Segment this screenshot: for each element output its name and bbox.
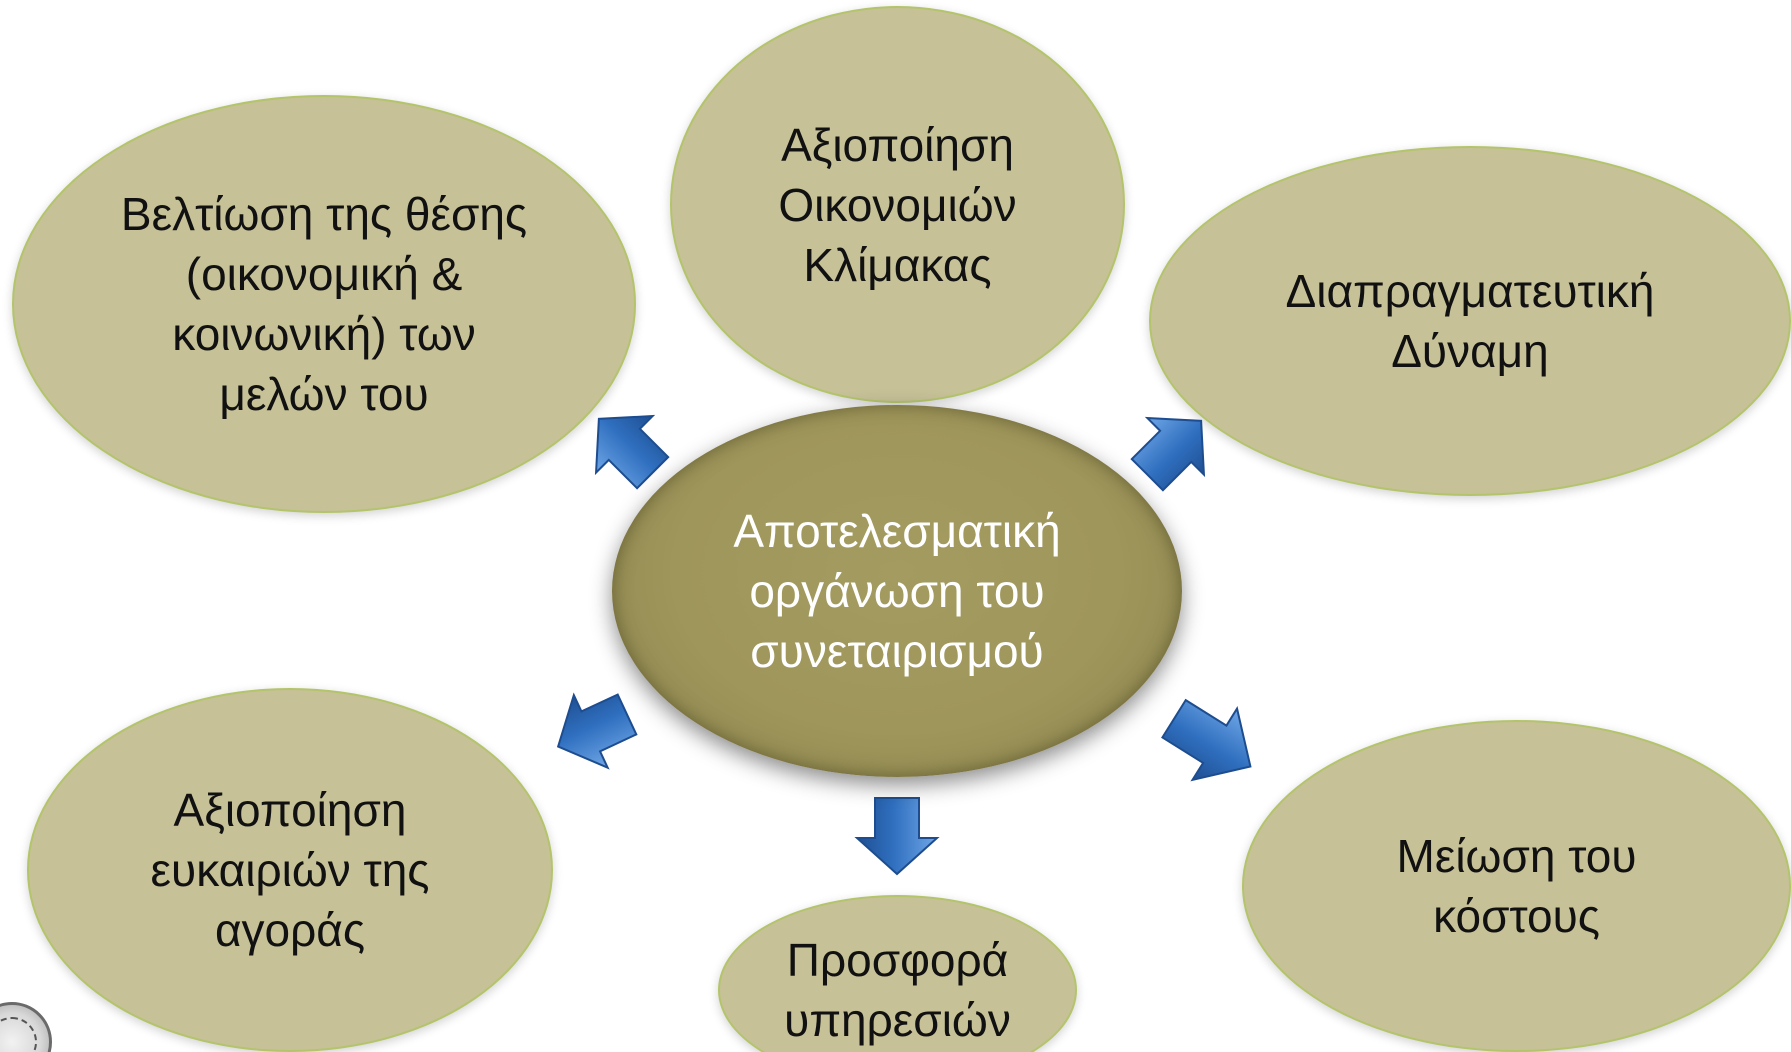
node-market-opportunities: Αξιοποίηση ευκαιριών της αγοράς [27,688,553,1052]
center-node: Αποτελεσματική οργάνωση του συνεταιρισμο… [612,405,1182,777]
node-economies-of-scale-label: Αξιοποίηση Οικονομιών Κλίμακας [778,118,1017,291]
arrow-to-cost-reduction-icon [1161,698,1252,782]
node-economies-of-scale: Αξιοποίηση Οικονομιών Κλίμακας [670,6,1125,403]
node-cost-reduction: Μείωση του κόστους [1242,720,1791,1052]
arrow-to-market-opportunities-icon [556,692,638,770]
arrow-to-bargaining-power-icon [1130,416,1206,492]
node-improve-member-position-label: Βελτίωση της θέσης (οικονομική & κοινωνι… [120,188,528,420]
node-improve-member-position: Βελτίωση της θέσης (οικονομική & κοινωνι… [12,95,636,513]
node-bargaining-power: Διαπραγματευτική Δύναμη [1149,146,1791,496]
node-services: Προσφορά υπηρεσιών [718,895,1077,1052]
node-cost-reduction-label: Μείωση του κόστους [1396,830,1637,942]
node-market-opportunities-label: Αξιοποίηση ευκαιριών της αγοράς [150,784,430,956]
node-services-label: Προσφορά υπηρεσιών [784,934,1011,1046]
node-bargaining-power-label: Διαπραγματευτική Δύναμη [1285,265,1655,377]
arrow-to-improve-position-icon [594,414,670,490]
center-node-label: Αποτελεσματική οργάνωση του συνεταιρισμο… [733,505,1061,677]
seal-logo-inner [0,1017,37,1052]
arrow-to-services-icon [854,797,940,876]
